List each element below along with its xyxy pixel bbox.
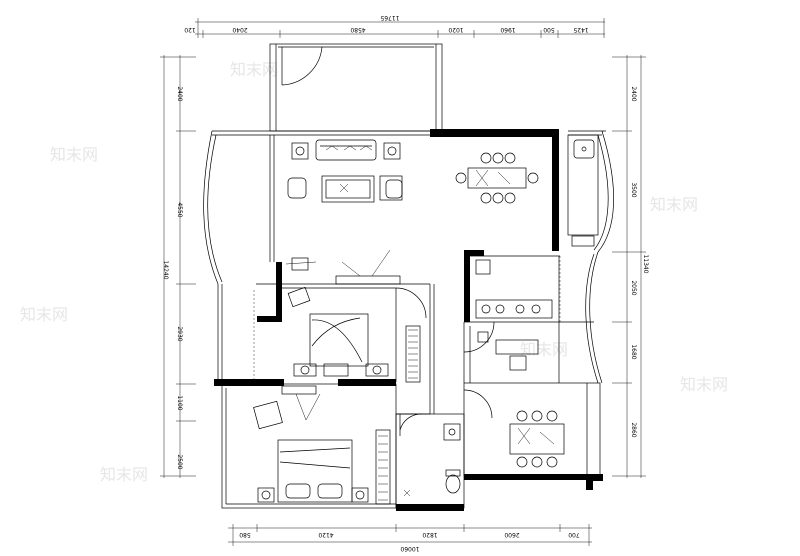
- dim-right-seg: 2400: [630, 86, 637, 101]
- living-room-furniture: [285, 139, 403, 285]
- dim-top-seg: 2040: [232, 26, 247, 33]
- watermark: 知末网: [650, 195, 698, 214]
- dim-bottom-seg: 2600: [504, 531, 519, 538]
- dim-left-seg: 4550: [176, 202, 183, 217]
- watermark: 知末网: [520, 340, 568, 359]
- dim-left-seg: 2500: [176, 454, 183, 469]
- dim-right-seg: 3500: [630, 182, 637, 197]
- dim-top-seg: 4580: [350, 26, 365, 33]
- dim-right-seg: 2860: [630, 422, 637, 437]
- kitchen-furniture: [475, 134, 599, 319]
- dim-bottom-seg: 1820: [422, 531, 437, 538]
- dim-bottom-total: 10060: [400, 545, 419, 552]
- dim-left-seg: 1100: [176, 395, 183, 410]
- left-dimension-lines: 14240 2400 4550 2930 1100 2500: [160, 55, 196, 478]
- bottom-dimension-lines: 580 4120 1820 2600 700 10060: [228, 524, 592, 552]
- dim-bottom-seg: 580: [239, 531, 251, 538]
- master-bedroom-furniture: [253, 385, 391, 505]
- dim-left-total: 14240: [162, 260, 169, 279]
- dim-bottom-seg: 4120: [318, 531, 333, 538]
- building-outline: [203, 43, 614, 509]
- watermark: 知末网: [20, 305, 68, 324]
- dim-top-seg: 120: [184, 26, 196, 33]
- watermark: 知末网: [230, 60, 278, 79]
- right-dimension-lines: 2400 3500 11340 2050 1680 2860: [612, 55, 649, 478]
- dim-bottom-seg: 700: [568, 531, 580, 538]
- dim-right-seg: 1680: [630, 344, 637, 359]
- dining-furniture: [455, 152, 539, 204]
- watermarks: 知末网 知末网 知末网 知末网 知末网 知末网 知末网: [20, 60, 728, 484]
- dim-right-total: 11340: [642, 254, 649, 273]
- study-furniture: [477, 331, 539, 371]
- interior-partitions: [282, 255, 594, 436]
- dim-top-seg: 1425: [573, 26, 588, 33]
- dim-top-seg: 1020: [448, 26, 463, 33]
- top-dimension-lines: 11765 120 2040 4580 1020 1960 500 1425: [184, 14, 605, 38]
- dashed-guides: [253, 256, 561, 380]
- second-dining-furniture: [509, 410, 565, 468]
- watermark: 知末网: [100, 465, 148, 484]
- bathroom-fixtures: [403, 423, 461, 497]
- dim-top-total: 11765: [380, 14, 399, 21]
- watermark: 知末网: [680, 375, 728, 394]
- dim-top-seg: 1960: [500, 26, 515, 33]
- dim-top-seg: 500: [543, 26, 555, 33]
- dim-right-seg: 2050: [630, 280, 637, 295]
- dim-left-seg: 2400: [176, 86, 183, 101]
- solid-walls: [214, 129, 603, 511]
- watermark: 知末网: [50, 145, 98, 164]
- dim-left-seg: 2930: [176, 326, 183, 341]
- bedroom-middle-furniture: [287, 286, 421, 383]
